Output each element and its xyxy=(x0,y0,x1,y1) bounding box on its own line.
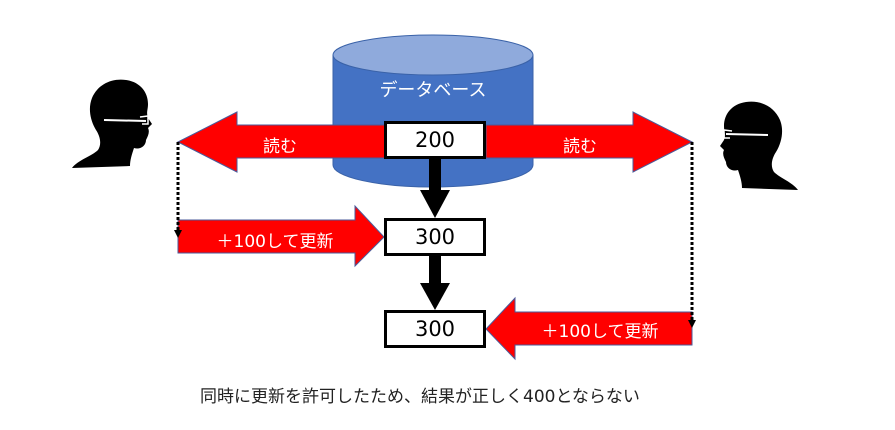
read-arrow-right xyxy=(485,111,694,173)
update-arrow-right-label: ＋100して更新 xyxy=(216,232,334,252)
update-arrow-right xyxy=(177,204,385,268)
database-label: データベース xyxy=(379,80,487,101)
read-arrow-left-label: 読む xyxy=(263,137,297,157)
read-arrow-right-label: 読む xyxy=(563,137,597,157)
dotted-arrowhead-left xyxy=(174,230,182,238)
person-right-icon xyxy=(720,101,798,190)
caption: 同時に更新を許可したため、結果が正しく400とならない xyxy=(200,387,640,407)
value-box-first-update: 300 xyxy=(384,218,486,256)
person-left-icon xyxy=(72,79,152,168)
flow-arrow-1 xyxy=(420,159,450,218)
value-box-second-update: 300 xyxy=(384,310,486,348)
update-arrow-left xyxy=(485,296,693,361)
flow-arrow-2 xyxy=(420,256,450,310)
update-arrow-left-label: ＋100して更新 xyxy=(541,322,659,342)
value-box-initial: 200 xyxy=(384,121,486,159)
dotted-arrowhead-right xyxy=(688,320,696,328)
